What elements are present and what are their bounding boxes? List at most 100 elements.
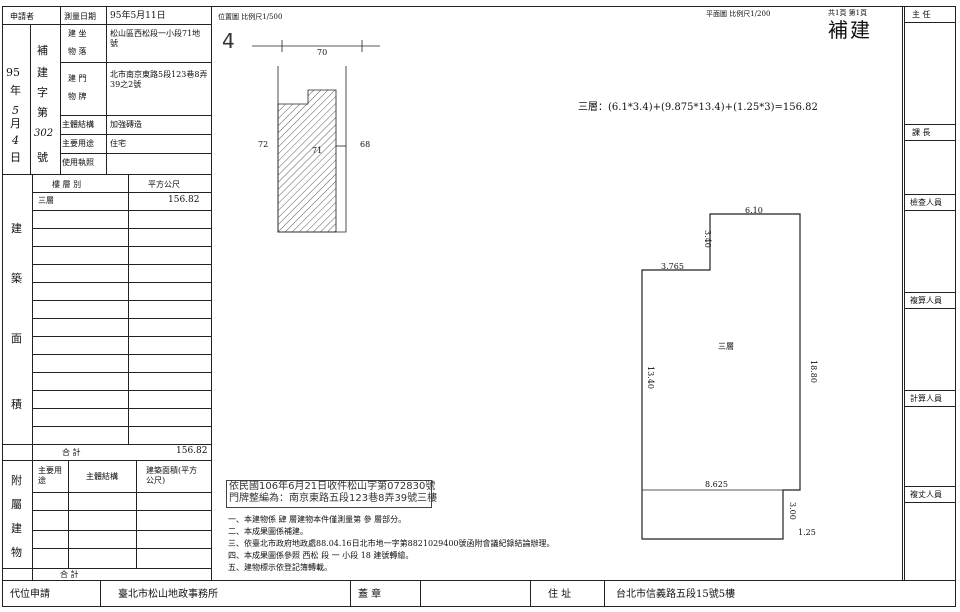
lot-top: 70 [317,48,328,57]
grid-line [32,426,211,427]
building-location-label: 物 落 [68,47,87,56]
door-label: 建 門 [68,74,87,83]
right-label-3: 檢查人員 [910,198,942,207]
plate-label: 物 牌 [68,92,87,101]
grid-line [32,246,211,247]
grid-line [60,134,211,135]
grid-line [32,354,211,355]
address-label: 住 址 [548,589,572,600]
grid-line [60,24,211,25]
area-side-char-4: 積 [11,398,22,411]
dim-upper-vertical: 3.40 [703,230,712,248]
right-label-1: 主 任 [912,10,931,19]
grid-line [2,24,60,25]
grid-line [68,460,69,568]
index-number: 4 [222,29,235,53]
area-side-char-1: 建 [11,222,22,235]
floor-col-label: 樓 層 別 [52,180,82,189]
left-table-right-edge [211,6,212,580]
grid-line [32,336,211,337]
grid-line [904,308,956,309]
stamp-text: 補建 [828,18,872,42]
grid-line [60,115,211,116]
grid-line [350,580,351,607]
annex-structure-label: 主體結構 [86,472,118,481]
permit-year: 95 [6,66,20,79]
grid-line [32,372,211,373]
day-char: 日 [10,151,21,164]
permit-char-4: 第 [37,106,48,119]
structure-value: 加強磚造 [110,120,142,129]
month-char: 月 [10,117,21,130]
grid-line [904,390,956,391]
applicant-label: 申請者 [10,12,34,21]
notes: 一、本建物係 肆 層建物本件僅測量第 參 層部分。 二、本成果圖係補建。 三、依… [228,514,555,574]
lot-right: 68 [360,140,371,149]
floor-outline [641,213,801,540]
page-info: 共1頁 第1頁 [828,9,868,17]
lot-center: 71 [312,146,323,155]
annex-char-3: 建 [11,522,22,535]
dim-corner: 1.25 [798,528,816,537]
annex-use-label: 主要用途 [38,466,62,485]
month-value: 5 [12,104,19,117]
grid-line [904,124,956,125]
grid-line [32,510,211,511]
area-side-char-3: 面 [11,332,22,345]
note-1: 一、本建物係 肆 層建物本件僅測量第 參 層部分。 [228,515,407,524]
grid-line [904,194,956,195]
grid-line [32,408,211,409]
grid-line [60,153,211,154]
dim-step: 3.765 [661,262,684,271]
note-3: 三、依臺北市政府地政處88.04.16日北市地一字第8821029400號函附會… [228,539,555,548]
grid-line [32,210,211,211]
floor-plan-label: 平面圖 比例尺1/200 [706,10,771,18]
grid-line [2,568,211,569]
location-value: 松山區西松段一小段71地號 [110,29,201,48]
floor-row-floor: 三層 [38,196,54,205]
right-label-2: 課 長 [912,128,931,137]
agency-name: 臺北市松山地政事務所 [118,589,218,600]
grid-line [904,140,956,141]
grid-line [32,264,211,265]
right-column-inner [904,6,905,580]
grid-line [2,174,211,175]
permit-number: 302 [34,128,54,139]
grid-line [100,580,101,607]
grid-line [32,174,33,460]
grid-line [904,22,956,23]
grid-line [32,228,211,229]
note-2: 二、本成果圖係補建。 [228,527,308,536]
grid-line [2,460,211,461]
annex-char-4: 物 [11,546,22,559]
bottom-row-line [2,580,956,581]
grid-line [32,460,33,580]
permit-char-3: 字 [37,86,48,99]
note-4: 四、本成果圖係參照 西松 段 一 小段 18 建號轉繪。 [228,551,414,560]
room-label: 三層 [718,342,734,351]
license-label: 使用執照 [62,158,94,167]
survey-date-label: 測量日期 [64,12,96,21]
lot-71-hatch [277,89,337,233]
total-value: 156.82 [176,446,208,456]
location-map [252,40,380,233]
right-label-4: 複算人員 [910,296,942,305]
grid-line [60,6,61,174]
permit-char-1: 補 [37,44,48,57]
area-side-char-2: 築 [11,272,22,285]
lot-left: 72 [258,140,269,149]
dim-top: 6.10 [745,206,763,215]
seal-label: 蓋 章 [358,589,382,600]
grid-line [904,502,956,503]
grid-line [32,548,211,549]
grid-line [32,390,211,391]
area-col-label: 平方公尺 [148,180,180,189]
grid-line [32,492,211,493]
construction-label: 建 坐 [68,29,87,38]
grid-line [904,486,956,487]
main-use-value: 住宅 [110,139,126,148]
area-formula: 三層：(6.1*3.4)+(9.875*13.4)+(1.25*3)=156.8… [578,102,818,113]
grid-line [2,444,211,445]
grid-line [32,318,211,319]
right-label-6: 複丈人員 [910,490,942,499]
